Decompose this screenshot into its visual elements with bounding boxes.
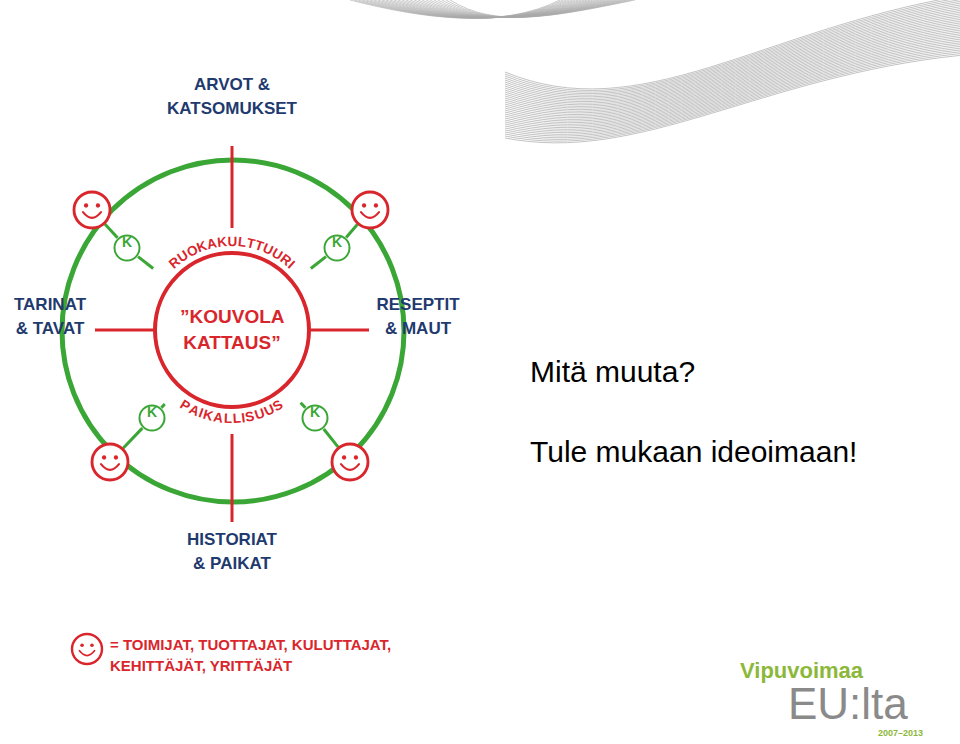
k-letter: K bbox=[323, 234, 351, 250]
leader-line bbox=[324, 429, 338, 447]
smiley-eye bbox=[102, 455, 106, 459]
smiley-mouth bbox=[83, 212, 101, 218]
node-outline bbox=[132, 230, 332, 430]
wave-line bbox=[505, 52, 960, 140]
smiley-eye bbox=[354, 455, 358, 459]
smiley-eye bbox=[84, 203, 88, 207]
smiley-mouth bbox=[101, 464, 119, 470]
wave-line bbox=[505, 10, 960, 101]
smiley-eye bbox=[80, 643, 84, 647]
wave-line bbox=[505, 12, 960, 103]
wave-line bbox=[505, 41, 960, 129]
wave-line bbox=[505, 46, 960, 134]
invitation-text: Tule mukaan ideoimaan! bbox=[530, 434, 857, 470]
k-circle: K bbox=[323, 234, 351, 262]
connector bbox=[161, 404, 164, 408]
smiley-mouth bbox=[80, 651, 95, 656]
category-label: ARVOT & KATSOMUKSET bbox=[167, 73, 297, 121]
connector bbox=[301, 403, 306, 408]
smiley-face bbox=[72, 634, 102, 664]
wave-line bbox=[505, 43, 960, 131]
smiley-face bbox=[74, 192, 110, 228]
hub-title: ”KOUVOLA KATTAUS” bbox=[180, 304, 284, 356]
wave-line bbox=[446, 0, 632, 17]
connector bbox=[311, 257, 326, 269]
connector bbox=[138, 257, 153, 269]
logo-text: EU:lta bbox=[788, 680, 908, 728]
smiley-face bbox=[352, 192, 388, 228]
category-label: HISTORIAT & PAIKAT bbox=[187, 528, 277, 576]
spoke bbox=[231, 434, 234, 522]
spoke bbox=[309, 329, 369, 332]
smiley-eye bbox=[114, 455, 118, 459]
smiley-eye bbox=[96, 203, 100, 207]
spoke bbox=[231, 146, 234, 228]
smiley-mouth bbox=[361, 212, 379, 218]
wave-line bbox=[505, 45, 960, 133]
legend-swatch bbox=[68, 630, 106, 668]
wave-line bbox=[438, 0, 626, 17]
k-circle: K bbox=[113, 234, 141, 262]
smiley-group bbox=[74, 192, 388, 480]
wave-line bbox=[442, 0, 629, 17]
spoke bbox=[95, 329, 155, 332]
wave-line bbox=[505, 23, 960, 113]
wave-line bbox=[434, 0, 623, 17]
wave-line bbox=[505, 39, 960, 127]
logo-years: 2007–2013 bbox=[878, 728, 923, 739]
smiley-eye bbox=[362, 203, 366, 207]
smiley-face bbox=[92, 444, 128, 480]
legend-text: = TOIMIJAT, TUOTTAJAT, KULUTTAJAT, KEHIT… bbox=[110, 634, 470, 676]
smiley-eye bbox=[374, 203, 378, 207]
question-text: Mitä muuta? bbox=[530, 354, 695, 390]
wave-line bbox=[450, 0, 635, 17]
wave-line bbox=[505, 7, 960, 99]
arc-text: RUOKAKULTTUURI bbox=[132, 230, 332, 430]
category-label: TARINAT & TAVAT bbox=[14, 293, 86, 341]
wave-line bbox=[505, 55, 960, 142]
hub-circle: RUOKAKULTTUURI”KOUVOLA KATTAUS”PAIKALLIS… bbox=[132, 230, 332, 430]
wave-line bbox=[505, 21, 960, 111]
k-letter: K bbox=[138, 404, 166, 420]
smiley-face bbox=[332, 444, 368, 480]
k-letter: K bbox=[301, 404, 329, 420]
smiley-mouth bbox=[341, 464, 359, 470]
wave-line bbox=[505, 50, 960, 138]
k-circle: K bbox=[138, 404, 166, 432]
hub-outline bbox=[155, 253, 309, 407]
leader-line bbox=[105, 224, 118, 238]
leader-line bbox=[346, 224, 357, 237]
k-circle: K bbox=[301, 404, 329, 432]
leader-line bbox=[123, 428, 142, 448]
wave-line bbox=[505, 48, 960, 136]
smiley-eye bbox=[90, 643, 94, 647]
smiley-eye bbox=[342, 455, 346, 459]
wave-line bbox=[505, 9, 960, 100]
wave-decoration bbox=[350, 0, 960, 143]
wave-line bbox=[505, 54, 960, 142]
arc-text: PAIKALLISUUS bbox=[132, 230, 332, 430]
k-letter: K bbox=[113, 234, 141, 250]
wave-line bbox=[505, 19, 960, 109]
category-label: RESEPTIT & MAUT bbox=[376, 293, 459, 341]
